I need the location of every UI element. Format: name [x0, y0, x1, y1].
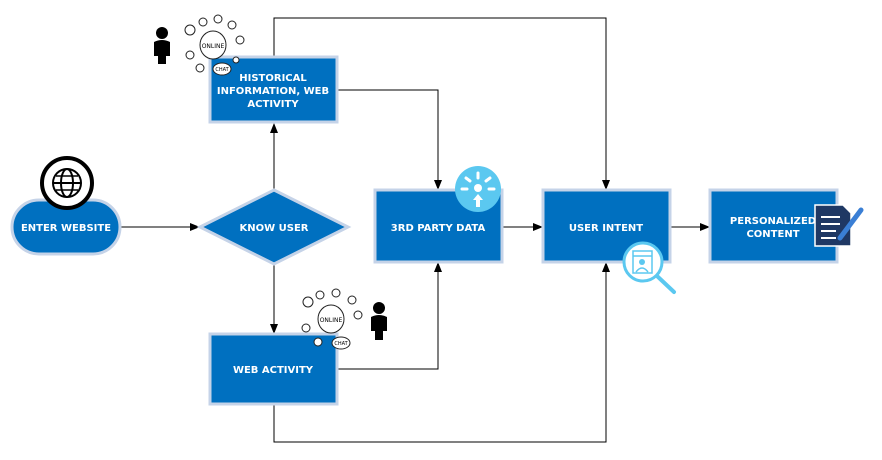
connectors: [121, 17, 710, 443]
search-profile-icon: [622, 241, 676, 294]
user-intent-label: USER INTENT: [569, 223, 643, 234]
third-party-label: 3RD PARTY DATA: [391, 223, 486, 234]
chat-doodle-text: CHAT: [334, 341, 348, 347]
historical-label-line2: INFORMATION, WEB: [217, 86, 329, 97]
globe-icon: [40, 156, 94, 210]
online-doodle-text: ONLINE: [202, 43, 225, 50]
online-doodle-icon: ONLINE CHAT: [184, 14, 245, 76]
edge-historical-to-thirdparty: [337, 89, 442, 190]
loading-upload-icon: [455, 166, 501, 212]
chat-doodle-text: CHAT: [215, 67, 229, 73]
personalized-label-line1: PERSONALIZED: [730, 216, 816, 227]
online-doodle-text: ONLINE: [320, 317, 343, 324]
node-know-user: KNOW USER: [196, 188, 352, 266]
online-doodle-icon: ONLINE CHAT: [301, 288, 363, 350]
edge-webactivity-to-intent: [273, 262, 610, 443]
know-user-label: KNOW USER: [240, 223, 309, 234]
enter-website-label: ENTER WEBSITE: [21, 223, 111, 234]
historical-label-line3: ACTIVITY: [247, 99, 299, 110]
edge-historical-to-intent: [273, 17, 610, 190]
historical-label-line1: HISTORICAL: [239, 73, 307, 84]
person-icon: [154, 27, 170, 64]
web-activity-label: WEB ACTIVITY: [233, 365, 314, 376]
edge-webactivity-to-thirdparty: [337, 262, 442, 370]
document-edit-icon: [814, 204, 864, 247]
person-icon: [371, 302, 387, 340]
personalized-label-line2: CONTENT: [746, 229, 799, 240]
node-historical: HISTORICAL INFORMATION, WEB ACTIVITY: [208, 55, 339, 124]
